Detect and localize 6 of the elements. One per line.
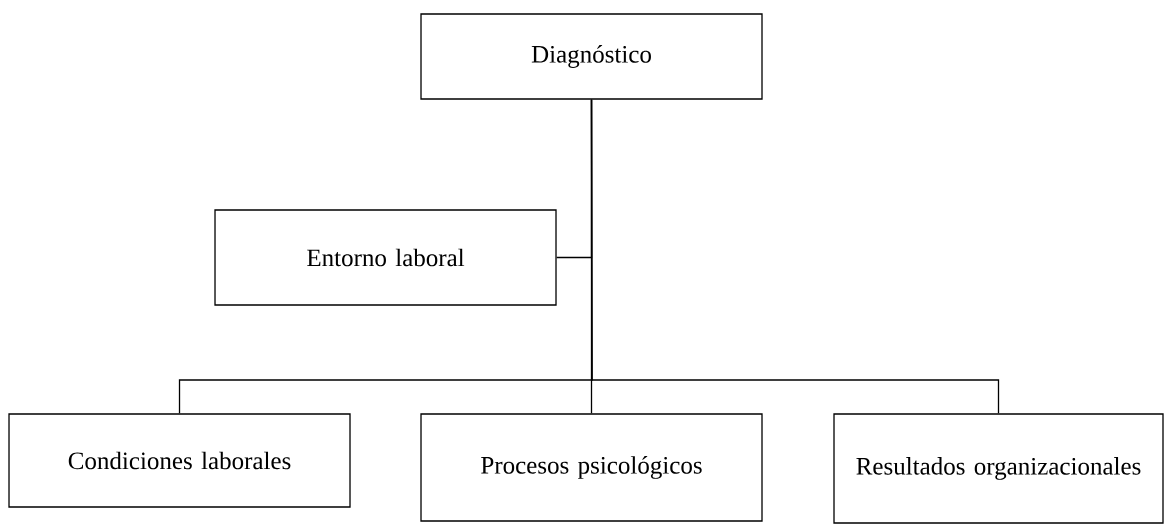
text-box: Entorno laboral bbox=[214, 209, 557, 306]
text-box: Diagnóstico bbox=[420, 13, 763, 100]
text-box: Procesos psicológicos bbox=[420, 413, 763, 522]
text-box: Condiciones laborales bbox=[8, 413, 351, 508]
text-box: Resultados organizacionales bbox=[833, 413, 1164, 524]
connector-line bbox=[590, 99, 1000, 414]
